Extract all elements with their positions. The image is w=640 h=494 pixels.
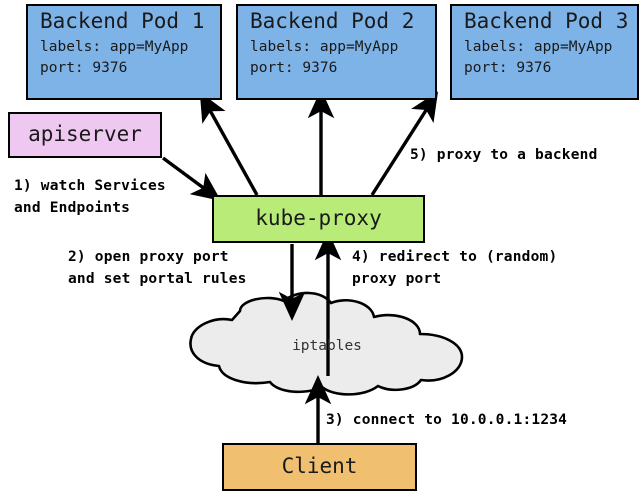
- backend-pod-2-labels: labels: app=MyApp: [250, 39, 399, 56]
- step-5-label: 5) proxy to a backend: [410, 147, 598, 163]
- kube-proxy-title: kube-proxy: [255, 206, 382, 231]
- step-1-label: 1) watch Services and Endpoints: [14, 178, 166, 216]
- step-3-label: 3) connect to 10.0.0.1:1234: [326, 412, 568, 428]
- arrow-kubeproxy-to-pod1: [199, 91, 259, 196]
- backend-pod-2-title: Backend Pod 2: [250, 9, 415, 33]
- apiserver-node[interactable]: apiserver: [8, 112, 162, 158]
- iptables-node[interactable]: iptables: [188, 303, 466, 389]
- backend-pod-2-node[interactable]: Backend Pod 2 labels: app=MyApp port: 93…: [236, 4, 437, 100]
- iptables-title: iptables: [292, 338, 362, 354]
- step-4-label: 4) redirect to (random) proxy port: [352, 249, 558, 287]
- backend-pod-1-node[interactable]: Backend Pod 1 labels: app=MyApp port: 93…: [26, 4, 222, 100]
- kube-proxy-node[interactable]: kube-proxy: [212, 195, 425, 243]
- backend-pod-3-title: Backend Pod 3: [464, 9, 629, 33]
- backend-pod-1-title: Backend Pod 1: [40, 9, 205, 33]
- backend-pod-2-port: port: 9376: [250, 60, 338, 77]
- client-title: Client: [281, 454, 358, 479]
- backend-pod-3-labels: labels: app=MyApp: [464, 39, 613, 56]
- arrow-apiserver-to-kubeproxy: [161, 156, 222, 201]
- backend-pod-1-labels: labels: app=MyApp: [40, 39, 189, 56]
- client-node[interactable]: Client: [222, 443, 417, 491]
- backend-pod-3-node[interactable]: Backend Pod 3 labels: app=MyApp port: 93…: [450, 4, 639, 100]
- backend-pod-3-port: port: 9376: [464, 60, 552, 77]
- apiserver-title: apiserver: [28, 122, 142, 147]
- step-2-label: 2) open proxy port and set portal rules: [68, 249, 247, 287]
- backend-pod-1-port: port: 9376: [40, 60, 128, 77]
